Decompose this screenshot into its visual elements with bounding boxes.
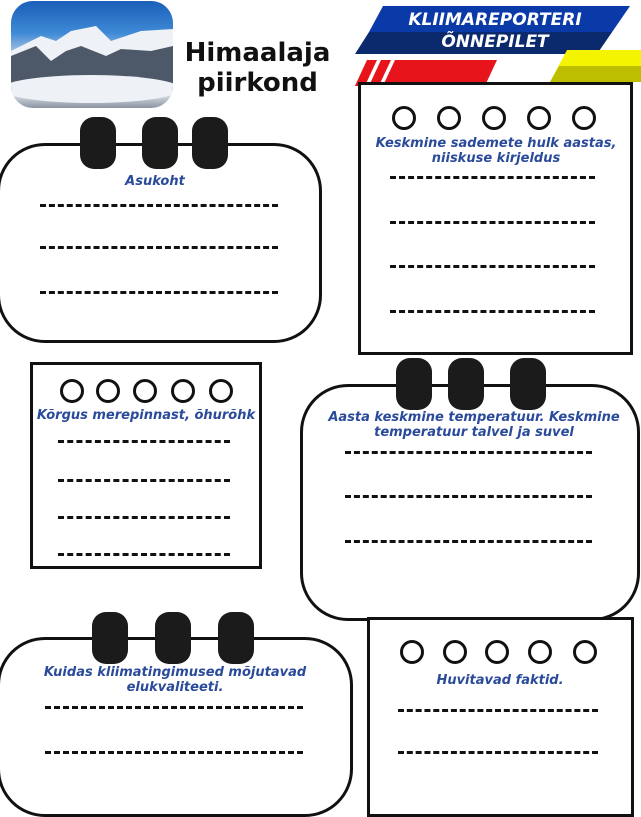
writing-line	[45, 751, 303, 754]
reporter-banner: KLIIMAREPORTERI ÕNNEPILET	[355, 4, 641, 86]
writing-line	[345, 540, 592, 543]
binder-clip-icon	[396, 358, 432, 410]
binder-clip-icon	[448, 358, 484, 410]
location-label: Asukoht	[125, 174, 185, 189]
ring-hole-icon	[209, 379, 233, 403]
writing-line	[40, 204, 278, 207]
himalaya-photo	[11, 1, 173, 108]
writing-line	[345, 495, 592, 498]
binder-clip-icon	[142, 117, 178, 169]
altitude-label: Kõrgus merepinnast, õhurõhk	[36, 408, 256, 423]
binder-clip-icon	[510, 358, 546, 410]
writing-line	[58, 516, 230, 519]
ring-hole-icon	[573, 640, 597, 664]
ring-hole-icon	[96, 379, 120, 403]
writing-line	[58, 553, 230, 556]
binder-clip-icon	[192, 117, 228, 169]
writing-line	[390, 310, 595, 313]
life-quality-card	[0, 637, 353, 817]
ring-hole-icon	[572, 106, 596, 130]
banner-line-2: ÕNNEPILET	[441, 32, 549, 52]
writing-line	[40, 291, 278, 294]
writing-line	[390, 176, 595, 179]
writing-line	[58, 440, 230, 443]
life-quality-label: Kuidas kliimatingimused mõjutavad elukva…	[43, 665, 307, 695]
writing-line	[398, 751, 598, 754]
ring-hole-icon	[443, 640, 467, 664]
banner-stripes	[355, 6, 641, 86]
banner-line-1: KLIIMAREPORTERI	[408, 10, 582, 30]
facts-label: Huvitavad faktid.	[436, 673, 564, 688]
ring-hole-icon	[400, 640, 424, 664]
title-line-1: Himaalaja	[184, 38, 331, 68]
binder-clip-icon	[155, 612, 191, 664]
ring-hole-icon	[392, 106, 416, 130]
writing-line	[345, 451, 592, 454]
ring-hole-icon	[528, 640, 552, 664]
location-card	[0, 143, 322, 343]
ring-hole-icon	[437, 106, 461, 130]
ring-hole-icon	[171, 379, 195, 403]
precipitation-label: Keskmine sademete hulk aastas, niiskuse …	[375, 136, 617, 166]
ring-hole-icon	[133, 379, 157, 403]
writing-line	[58, 479, 230, 482]
binder-clip-icon	[218, 612, 254, 664]
title-line-2: piirkond	[197, 68, 318, 98]
ring-hole-icon	[482, 106, 506, 130]
writing-line	[390, 221, 595, 224]
writing-line	[398, 709, 598, 712]
ring-hole-icon	[60, 379, 84, 403]
writing-line	[45, 706, 303, 709]
writing-line	[390, 265, 595, 268]
ring-hole-icon	[485, 640, 509, 664]
temperature-label: Aasta keskmine temperatuur. Keskmine tem…	[328, 410, 620, 440]
page-title: Himaalaja piirkond	[180, 38, 335, 98]
binder-clip-icon	[92, 612, 128, 664]
writing-line	[40, 246, 278, 249]
binder-clip-icon	[80, 117, 116, 169]
ring-hole-icon	[527, 106, 551, 130]
